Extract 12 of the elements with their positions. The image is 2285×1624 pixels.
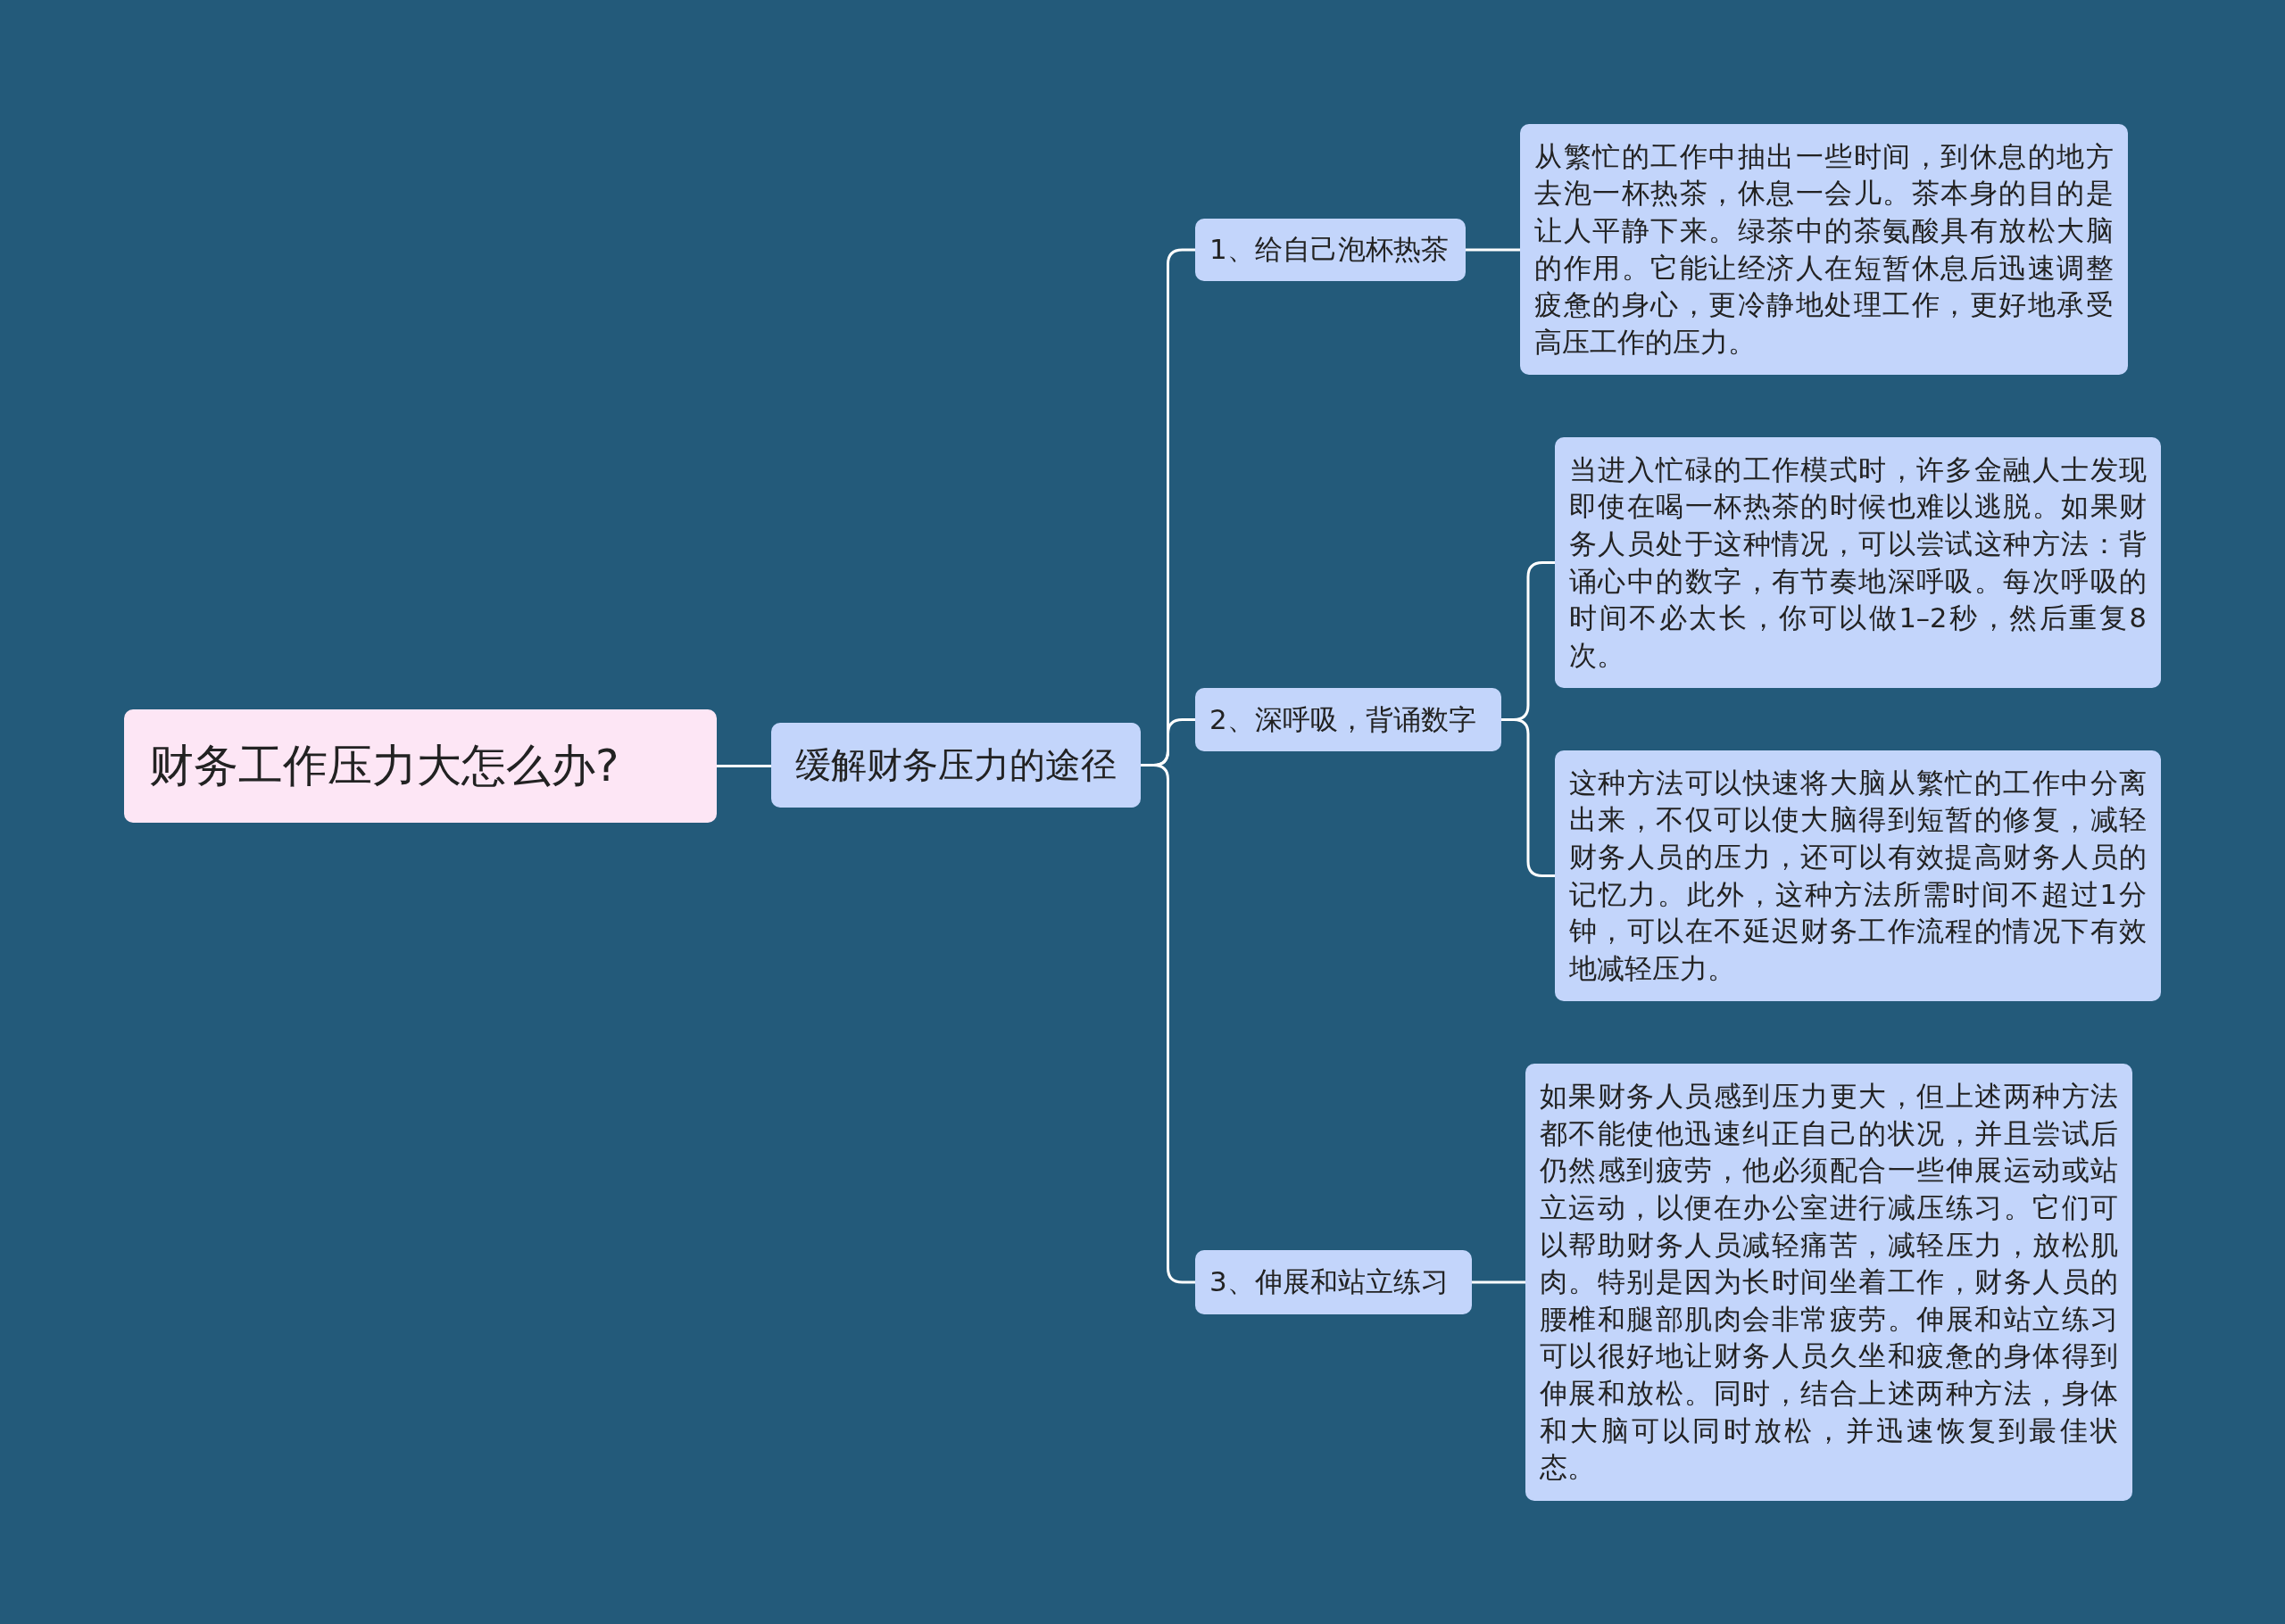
text-box: 从繁忙的工作中抽出一些时间，到休息的地方去泡一杯热茶，休息一会儿。茶本身的目的是让人平静下来。绿茶中的茶氨酸具有放松大脑的作用。它能让经济人在短暂休息后迅速调整疲惫的身心，更冷静地处理工作，更好地承受高压工作的压力。 xyxy=(1520,124,2128,375)
subtopic-box: 2、深呼吸，背诵数字 xyxy=(1195,688,1501,751)
root-topic-box: 财务工作压力大怎么办? xyxy=(124,709,717,823)
topic-box: 缓解财务压力的途径 xyxy=(771,723,1141,808)
text-box: 如果财务人员感到压力更大，但上述两种方法都不能使他迅速纠正自己的状况，并且尝试后仍然感到疲劳，他必须配合一些伸展运动或站立运动，以便在办公室进行减压练习。它们可以帮助财务人员减轻痛苦，减轻压力，放松肌肉。特别是因为长时间坐着工作，财务人员的腰椎和腿部肌肉会非常疲劳。伸展和站立练习可以很好地让财务人员久坐和疲惫的身体得到伸展和放松。同时，结合上述两种方法，身体和大脑可以同时放松，并迅速恢复到最佳状态。 xyxy=(1525,1064,2132,1501)
connector-line xyxy=(1466,248,1520,252)
connector-line xyxy=(717,765,771,767)
connector-line xyxy=(1472,1280,1525,1284)
subtopic-box: 3、伸展和站立练习 xyxy=(1195,1250,1472,1314)
text-box: 这种方法可以快速将大脑从繁忙的工作中分离出来，不仅可以使大脑得到短暂的修复，减轻财务人员的压力，还可以有效提高财务人员的记忆力。此外，这种方法所需时间不超过1分钟，可以在不延迟财务工作流程的情况下有效地减轻压力。 xyxy=(1555,750,2161,1001)
text-box: 当进入忙碌的工作模式时，许多金融人士发现即使在喝一杯热茶的时候也难以逃脱。如果财务人员处于这种情况，可以尝试这种方法：背诵心中的数字，有节奏地深呼吸。每次呼吸的时间不必太长，你可以做1–2秒，然后重复8次。 xyxy=(1555,437,2161,688)
subtopic-box: 1、给自己泡杯热茶 xyxy=(1195,219,1466,281)
